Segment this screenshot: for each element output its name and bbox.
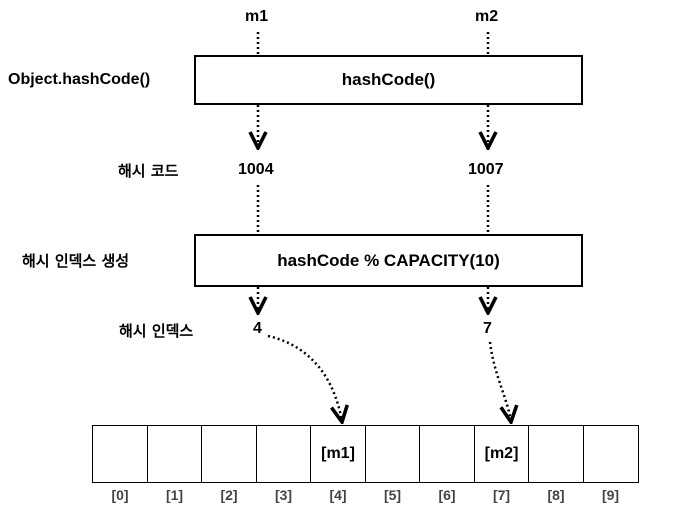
bucket-cell-1 (146, 425, 203, 483)
hash-code-m2: 1007 (468, 161, 504, 178)
hash-index-generation-label: 해시 인덱스 생성 (22, 252, 130, 270)
bucket-index-3: [3] (274, 487, 293, 503)
bucket-index-1: [1] (165, 487, 184, 503)
bucket-index-0: [0] (111, 487, 129, 503)
bucket-cell-2 (201, 425, 257, 483)
7-to-cell-m2-arrow (488, 341, 511, 422)
bucket-cell-0 (92, 425, 148, 483)
bucket-index-6: [6] (438, 487, 456, 503)
hash-code-m1: 1004 (238, 161, 274, 178)
bucket-cell-5 (364, 425, 421, 483)
input-m1: m1 (245, 8, 269, 25)
hashcode-box: hashCode() (194, 55, 583, 105)
bucket-index-4: [4] (329, 487, 347, 503)
bucket-index-5: [5] (383, 487, 402, 503)
bucket-index-labels: [0] [1] [2] [3] [4] [5] [6] [7] [8] [9] (92, 487, 639, 503)
bucket-cell-6 (419, 425, 475, 483)
bucket-index-8: [8] (547, 487, 565, 503)
bucket-cell-4: [m1] (310, 425, 366, 483)
bucket-cell-9 (582, 425, 639, 483)
hash-index-m1: 4 (253, 320, 262, 337)
bucket-array: [m1] [m2] (92, 425, 639, 483)
bucket-index-2: [2] (220, 487, 238, 503)
bucket-index-9: [9] (601, 487, 620, 503)
hash-index-m2: 7 (483, 320, 492, 337)
hash-index-label: 해시 인덱스 (119, 322, 194, 340)
bucket-cell-8 (528, 425, 584, 483)
input-m2: m2 (475, 8, 499, 25)
4-to-cell-m1-arrow (267, 334, 342, 422)
bucket-cell-7: [m2] (473, 425, 530, 483)
hashcode-modulo-box: hashCode % CAPACITY(10) (194, 234, 583, 287)
bucket-cell-3 (255, 425, 312, 483)
object-hashcode-label: Object.hashCode() (8, 71, 151, 88)
bucket-index-7: [7] (492, 487, 511, 503)
hash-code-label: 해시 코드 (118, 162, 179, 180)
